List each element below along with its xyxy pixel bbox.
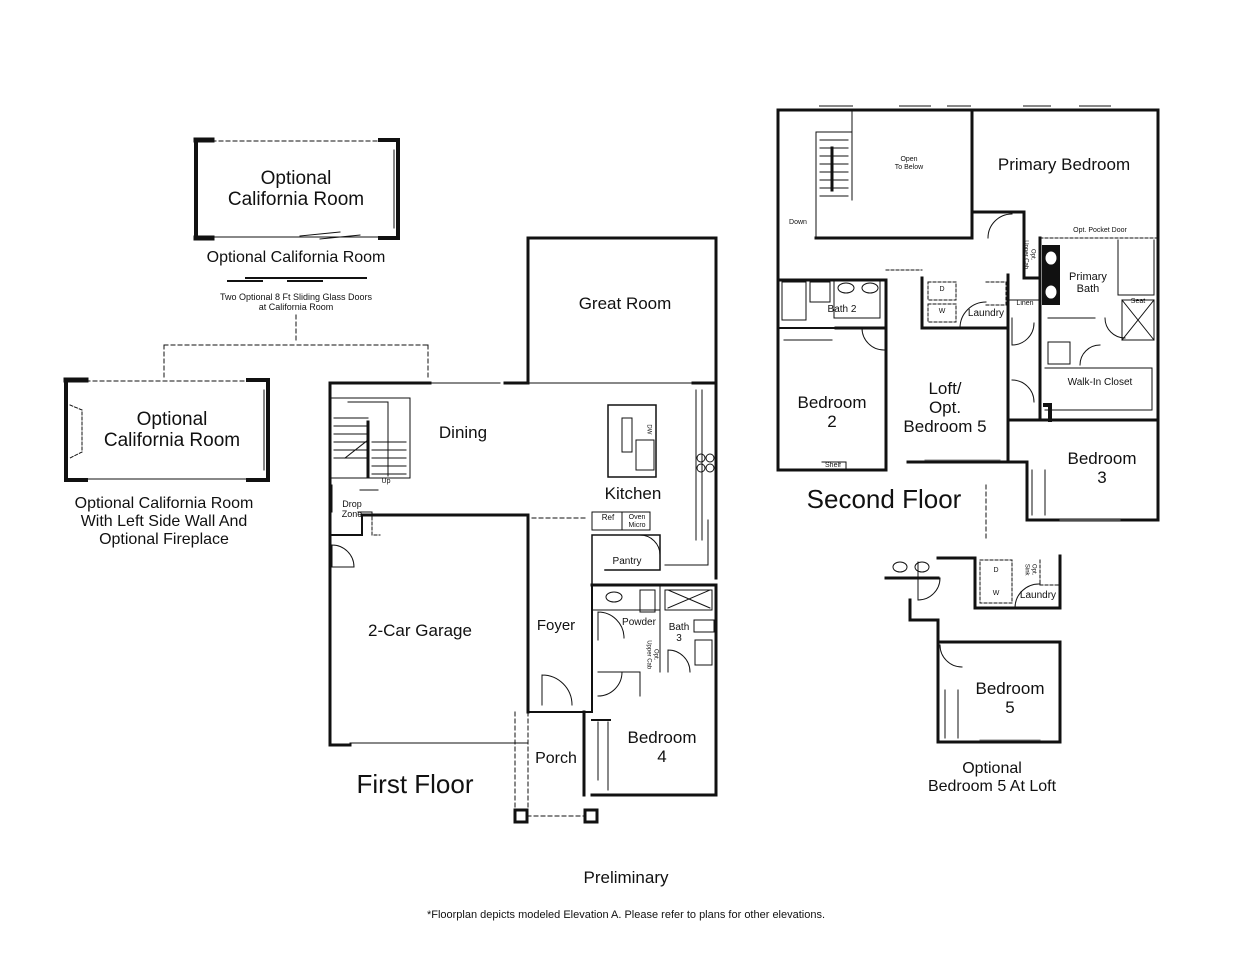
washer-label: W bbox=[938, 308, 946, 315]
opt-sink-label: Opt. Sink bbox=[1024, 563, 1037, 576]
garage-label: 2-Car Garage bbox=[368, 621, 472, 640]
bedroom5-laundry-label: Laundry bbox=[1019, 590, 1057, 601]
foyer-label: Foyer bbox=[536, 617, 576, 634]
optional-ca-room-fireplace-caption: Optional California Room With Left Side … bbox=[74, 495, 254, 548]
bedroom5-washer-label: W bbox=[992, 590, 1000, 597]
powder-label: Powder bbox=[622, 617, 656, 628]
oven-micro-label: Oven Micro bbox=[628, 514, 646, 529]
optional-bedroom5-plan bbox=[884, 554, 1062, 744]
second-floor-plan bbox=[776, 105, 1160, 541]
kitchen-label: Kitchen bbox=[604, 484, 662, 503]
bath2-label: Bath 2 bbox=[827, 304, 857, 315]
second-opt-upper-cab-label: Opt. Upper Cab bbox=[1023, 240, 1036, 270]
bath3-label: Bath 3 bbox=[668, 622, 690, 645]
dishwasher-label: DW bbox=[645, 424, 652, 435]
laundry-label: Laundry bbox=[967, 308, 1005, 319]
optional-ca-room-fireplace-plan bbox=[63, 377, 270, 482]
opt-pocket-door-label: Opt. Pocket Door bbox=[1073, 227, 1127, 234]
first-floor-plan bbox=[328, 236, 718, 824]
bedroom4-label: Bedroom 4 bbox=[627, 728, 697, 767]
great-room-label: Great Room bbox=[578, 294, 672, 313]
optional-ca-room-fireplace-label: Optional California Room bbox=[103, 409, 241, 452]
bedroom5-caption: Optional Bedroom 5 At Loft bbox=[927, 760, 1057, 795]
open-to-below-label: Open To Below bbox=[894, 156, 924, 171]
first-floor-title: First Floor bbox=[356, 769, 474, 799]
second-floor-title: Second Floor bbox=[806, 484, 962, 514]
stairs-down-label: Down bbox=[789, 219, 807, 226]
stairs-up-label: Up bbox=[381, 478, 391, 485]
bedroom3-label: Bedroom 3 bbox=[1067, 449, 1137, 488]
bedroom5-dryer-label: D bbox=[993, 567, 999, 574]
shelf-label: Shelf bbox=[825, 462, 841, 469]
ref-label: Ref bbox=[601, 513, 615, 522]
walk-in-closet-label: Walk-In Closet bbox=[1067, 377, 1133, 388]
primary-bedroom-label: Primary Bedroom bbox=[997, 155, 1131, 174]
bedroom5-label: Bedroom 5 bbox=[975, 679, 1045, 718]
optional-ca-room-plan bbox=[163, 137, 429, 379]
optional-ca-room-label: Optional California Room bbox=[227, 168, 365, 211]
optional-ca-room-caption: Optional California Room bbox=[206, 249, 386, 266]
bedroom2-label: Bedroom 2 bbox=[797, 393, 867, 432]
primary-bath-label: Primary Bath bbox=[1069, 271, 1107, 296]
pantry-label: Pantry bbox=[612, 556, 642, 567]
porch-label: Porch bbox=[535, 750, 577, 767]
opt-upper-cab-label: Opt. Upper Cab bbox=[646, 640, 659, 670]
seat-label: Seat bbox=[1130, 298, 1146, 305]
linen-label: Linen bbox=[1016, 300, 1034, 307]
disclaimer-text: *Floorplan depicts modeled Elevation A. … bbox=[426, 909, 826, 921]
loft-label: Loft/ Opt. Bedroom 5 bbox=[903, 379, 987, 437]
sliding-doors-note: Two Optional 8 Ft Sliding Glass Doors at… bbox=[219, 292, 373, 313]
drop-zone-label: Drop Zone bbox=[341, 499, 363, 520]
dryer-label: D bbox=[939, 286, 945, 293]
dining-label: Dining bbox=[438, 423, 488, 442]
preliminary-label: Preliminary bbox=[583, 868, 669, 887]
